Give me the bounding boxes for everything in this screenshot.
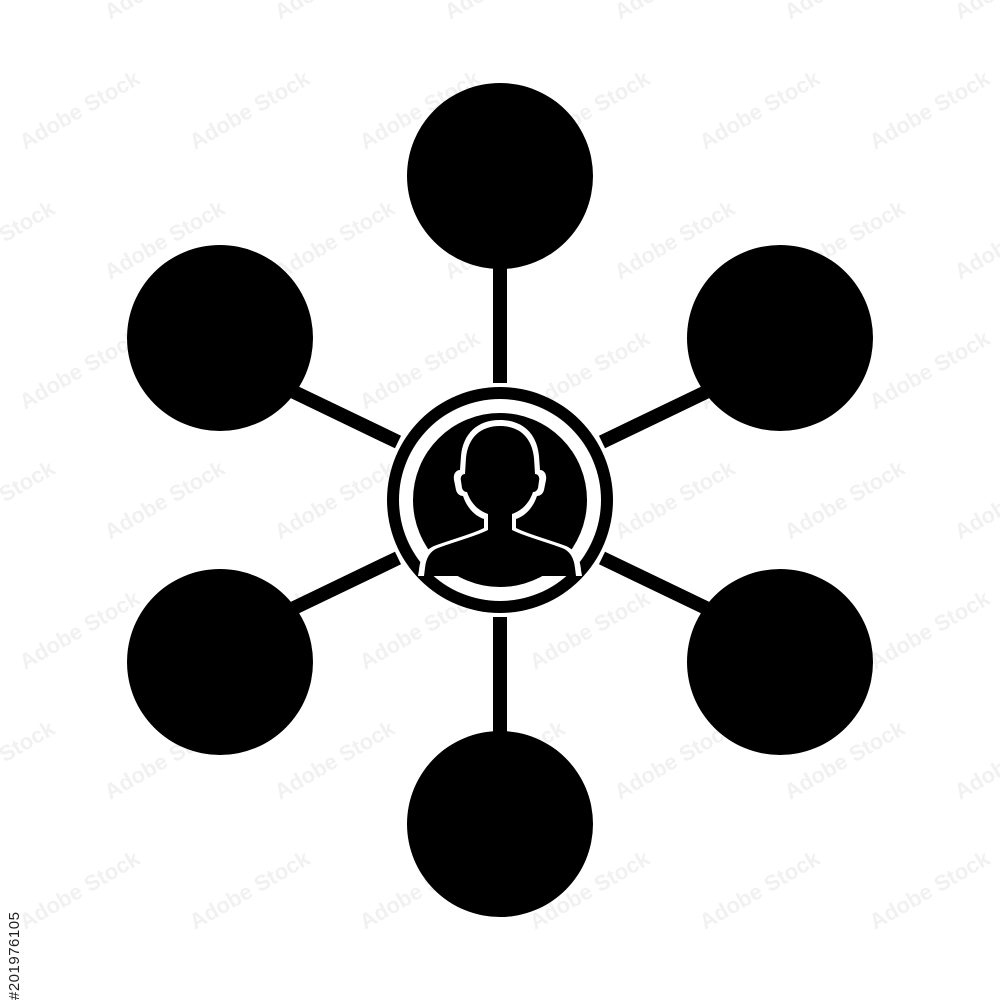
connector-lower-right [598, 551, 710, 615]
watermark-text: Adobe Stock [950, 0, 1000, 24]
watermark-text: Adobe Stock [15, 845, 145, 934]
node-lower-left [127, 569, 313, 755]
watermark-text: Adobe Stock [100, 0, 230, 24]
watermark-text: Adobe Stock [270, 715, 400, 804]
node-upper-left [127, 245, 313, 431]
watermark-text: Adobe Stock [270, 195, 400, 284]
watermark-text: Adobe Stock [0, 0, 60, 24]
connector-upper-right [598, 385, 710, 449]
watermark-text: Adobe Stock [950, 195, 1000, 284]
user-icon-fill [424, 426, 576, 576]
watermark-text: Adobe Stock [0, 195, 60, 284]
watermark-text: Adobe Stock [610, 455, 740, 544]
outer-nodes [127, 83, 873, 917]
node-bottom [407, 731, 593, 917]
connector-upper-left [290, 385, 402, 449]
stock-id-label: #201976105 [6, 911, 23, 1000]
watermark-text: Adobe Stock [865, 585, 995, 674]
watermark-text: Adobe Stock [865, 845, 995, 934]
watermark-text: Adobe Stock [695, 845, 825, 934]
watermark-text: Adobe Stock [270, 455, 400, 544]
center-node [387, 387, 613, 613]
watermark-text: Adobe Stock [185, 845, 315, 934]
watermark-text: Adobe Stock [15, 325, 145, 414]
watermark-text: Adobe Stock [780, 455, 910, 544]
watermark-text: Adobe Stock [865, 325, 995, 414]
watermark-text: Adobe Stock [0, 715, 60, 804]
connector-lower-left [290, 551, 402, 615]
watermark-text: Adobe Stock [610, 0, 740, 24]
watermark-text: Adobe Stock [695, 65, 825, 154]
watermark-text: Adobe Stock [0, 455, 60, 544]
node-upper-right [687, 245, 873, 431]
watermark-text: Adobe Stock [270, 0, 400, 24]
watermark-text: Adobe Stock [780, 0, 910, 24]
watermark-text: Adobe Stock [100, 455, 230, 544]
node-lower-right [687, 569, 873, 755]
watermark-text: Adobe Stock [950, 715, 1000, 804]
watermark-text: Adobe Stock [185, 65, 315, 154]
watermark-text: Adobe Stock [865, 65, 995, 154]
watermark-text: Adobe Stock [950, 455, 1000, 544]
node-top [407, 83, 593, 269]
connectors [290, 268, 710, 732]
watermark-text: Adobe Stock [15, 65, 145, 154]
watermark-text: Adobe Stock [440, 0, 570, 24]
watermark-text: Adobe Stock [15, 585, 145, 674]
